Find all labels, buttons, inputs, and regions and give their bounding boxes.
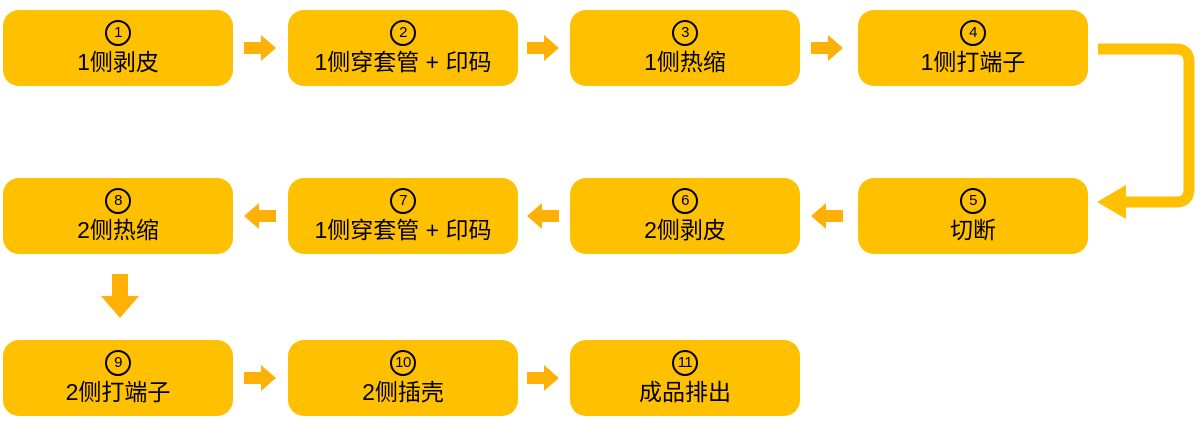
arrow-left-icon	[244, 203, 276, 229]
step-8-label: 2侧热缩	[77, 216, 159, 243]
step-9-label: 2侧打端子	[65, 378, 171, 405]
step-8-box: 8 2侧热缩	[3, 178, 233, 254]
step-1-box: 1 1侧剥皮	[3, 10, 233, 86]
elbow-connector-arrow-icon	[1097, 43, 1195, 219]
arrow-right-icon	[244, 365, 276, 391]
step-10-label: 2侧插壳	[362, 378, 444, 405]
step-3-label: 1侧热缩	[644, 48, 726, 75]
step-4-label: 1侧打端子	[920, 48, 1026, 75]
step-4-box: 4 1侧打端子	[858, 10, 1088, 86]
step-5-number-badge: 5	[960, 187, 986, 214]
step-6-number-badge: 6	[672, 187, 698, 214]
step-8-number-badge: 8	[105, 187, 131, 214]
step-1-label: 1侧剥皮	[77, 48, 159, 75]
step-1-number-badge: 1	[105, 19, 131, 46]
step-4-number-badge: 4	[960, 19, 986, 46]
step-11-number-badge: 11	[672, 349, 698, 376]
step-7-box: 7 1侧穿套管 + 印码	[288, 178, 518, 254]
step-9-number-badge: 9	[105, 349, 131, 376]
step-5-label: 切断	[950, 216, 996, 243]
step-11-box: 11 成品排出	[570, 340, 800, 416]
step-2-label: 1侧穿套管 + 印码	[314, 48, 492, 75]
step-9-box: 9 2侧打端子	[3, 340, 233, 416]
step-6-box: 6 2侧剥皮	[570, 178, 800, 254]
step-5-box: 5 切断	[858, 178, 1088, 254]
arrow-right-icon	[244, 35, 276, 61]
step-2-number-badge: 2	[390, 19, 416, 46]
step-6-label: 2侧剥皮	[644, 216, 726, 243]
step-10-box: 10 2侧插壳	[288, 340, 518, 416]
arrow-right-icon	[527, 35, 559, 61]
step-2-box: 2 1侧穿套管 + 印码	[288, 10, 518, 86]
step-3-box: 3 1侧热缩	[570, 10, 800, 86]
arrow-right-icon	[811, 35, 843, 61]
step-11-label: 成品排出	[639, 378, 731, 405]
step-10-number-badge: 10	[390, 349, 416, 376]
arrow-right-icon	[527, 365, 559, 391]
step-7-label: 1侧穿套管 + 印码	[314, 216, 492, 243]
arrow-down-icon	[101, 274, 139, 318]
step-7-number-badge: 7	[390, 187, 416, 214]
arrow-left-icon	[527, 203, 559, 229]
step-3-number-badge: 3	[672, 19, 698, 46]
arrow-left-icon	[811, 203, 843, 229]
